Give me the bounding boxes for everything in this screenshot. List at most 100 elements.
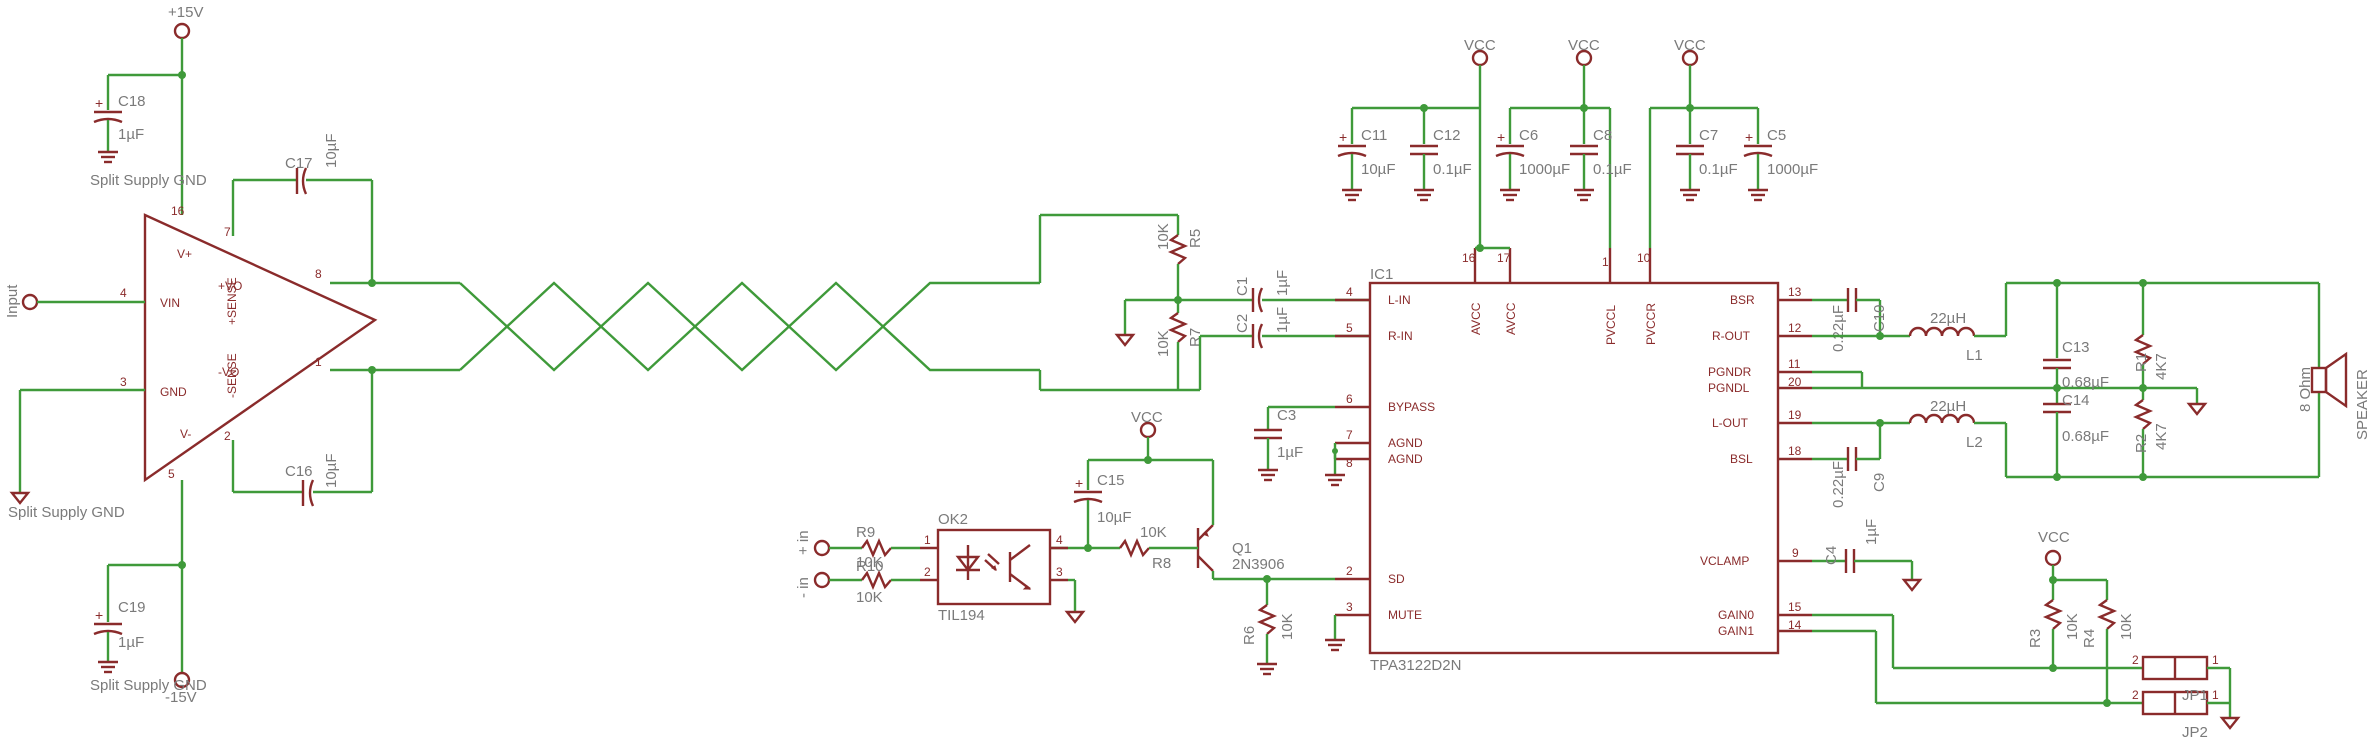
gain-network: C4 1µF VCC R3 10K R4 10K 2 1 2 1 JP1 JP2 [1812, 519, 2241, 741]
svg-text:+: + [1339, 129, 1347, 145]
vcc-label-1: VCC [1464, 37, 1496, 54]
opamp-pin-psense: +SENSE [225, 277, 239, 325]
svg-text:4: 4 [1056, 533, 1063, 547]
vcc-label-5: VCC [2038, 529, 2070, 546]
svg-text:19: 19 [1788, 408, 1802, 422]
in-plus-connector [813, 539, 831, 557]
svg-text:SD: SD [1388, 572, 1405, 586]
svg-text:AGND: AGND [1388, 452, 1423, 466]
c19-ref: C19 [118, 599, 146, 616]
c8-ref: C8 [1593, 127, 1612, 144]
svg-text:7: 7 [224, 225, 231, 239]
c4-ref: C4 [1823, 546, 1840, 565]
c8-val: 0.1µF [1593, 161, 1632, 178]
svg-text:18: 18 [1788, 444, 1802, 458]
output-filter: C10 0.22µF 22µH L1 22µH L2 C9 0.22µF C13… [1812, 279, 2371, 508]
svg-text:MUTE: MUTE [1388, 608, 1422, 622]
svg-text:AGND: AGND [1388, 436, 1423, 450]
q1-part: 2N3906 [1232, 556, 1285, 573]
c3-ref: C3 [1277, 407, 1296, 424]
l1-coil [1908, 326, 1976, 337]
svg-text:4: 4 [1346, 285, 1353, 299]
in-plus-label: + in [795, 530, 812, 555]
svg-text:+: + [1075, 475, 1083, 491]
c19-val: 1µF [118, 634, 144, 651]
opamp-pin-vplus: V+ [177, 247, 192, 261]
l2-val: 22µH [1930, 398, 1966, 415]
ic1-part: TPA3122D2N [1370, 657, 1461, 674]
q1-ref: Q1 [1232, 540, 1252, 557]
c5-ref: C5 [1767, 127, 1786, 144]
svg-text:3: 3 [120, 375, 127, 389]
opamp-pin-nsense: -SENSE [225, 353, 239, 398]
opamp-triangle [143, 213, 378, 483]
svg-text:L-OUT: L-OUT [1712, 416, 1749, 430]
svg-text:15: 15 [1788, 600, 1802, 614]
twisted-pair [459, 213, 1178, 392]
r7-ref: R7 [1187, 328, 1204, 347]
bypass-network: C3 1µF [1254, 405, 1345, 487]
opamp-section: +15V + C18 1µF Split Supply GND V+ VIN G… [4, 4, 460, 706]
svg-text:20: 20 [1788, 375, 1802, 389]
c9-val: 0.22µF [1830, 461, 1847, 508]
c11-ref: C11 [1361, 127, 1387, 144]
in-minus-label: - in [795, 577, 812, 598]
opamp-pin-gnd: GND [160, 385, 187, 399]
svg-text:BSR: BSR [1730, 293, 1755, 307]
r4-ref: R4 [2081, 629, 2098, 648]
c15-val: 10µF [1097, 509, 1132, 526]
svg-text:12: 12 [1788, 321, 1802, 335]
l2-coil [1908, 413, 1976, 424]
l1-ref: L1 [1966, 347, 1983, 364]
svg-text:2: 2 [2132, 653, 2139, 667]
svg-text:AVCC: AVCC [1469, 302, 1483, 335]
l1-val: 22µH [1930, 310, 1966, 327]
r7-val: 10K [1155, 330, 1172, 357]
ok2-ref: OK2 [938, 511, 968, 528]
r8-val: 10K [1140, 524, 1167, 541]
svg-text:PGNDL: PGNDL [1708, 381, 1750, 395]
r6-val: 10K [1279, 613, 1296, 640]
svg-text:AVCC: AVCC [1504, 302, 1518, 335]
input-network: 10K R5 10K R7 C1 1µF C2 1µF [1114, 215, 1370, 392]
r10-ref: R10 [856, 558, 884, 575]
opamp-pin-nvo: -VO [218, 365, 239, 379]
speaker-val: 8 Ohm [2297, 367, 2314, 412]
vcc-symbol-5 [2044, 549, 2062, 567]
c1-ref: C1 [1234, 277, 1251, 296]
c15-ref: C15 [1097, 472, 1125, 489]
jp2-ref: JP2 [2182, 724, 2208, 741]
svg-text:+: + [1497, 129, 1505, 145]
split-gnd-label-1: Split Supply GND [90, 172, 207, 189]
c14-ref: C14 [2062, 392, 2090, 409]
r2-val: 4K7 [2153, 423, 2170, 450]
c17-val: 10µF [323, 134, 340, 169]
c12-ref: C12 [1433, 127, 1461, 144]
c7-val: 0.1µF [1699, 161, 1738, 178]
r9-val: 10K [856, 554, 883, 571]
c4-val: 1µF [1863, 519, 1880, 545]
ok2-part: TIL194 [938, 607, 985, 624]
svg-text:R-OUT: R-OUT [1712, 329, 1751, 343]
svg-text:8: 8 [1346, 456, 1353, 470]
svg-text:GAIN0: GAIN0 [1718, 608, 1754, 622]
c2-ref: C2 [1234, 314, 1251, 333]
c3-val: 1µF [1277, 444, 1303, 461]
c16-ref: C16 [285, 463, 313, 480]
r5-val: 10K [1155, 223, 1172, 250]
ic1-name: IC1 [1370, 266, 1393, 283]
speaker-label: SPEAKER [2354, 369, 2371, 440]
c9-ref: C9 [1871, 473, 1888, 492]
svg-text:9: 9 [1792, 546, 1799, 560]
svg-text:+: + [1745, 129, 1753, 145]
svg-text:1: 1 [924, 533, 931, 547]
in-minus-connector [813, 571, 831, 589]
input-label: Input [4, 284, 21, 318]
svg-text:2: 2 [2132, 688, 2139, 702]
svg-text:BSL: BSL [1730, 452, 1753, 466]
r4-val: 10K [2118, 613, 2135, 640]
svg-text:1: 1 [1602, 255, 1609, 269]
